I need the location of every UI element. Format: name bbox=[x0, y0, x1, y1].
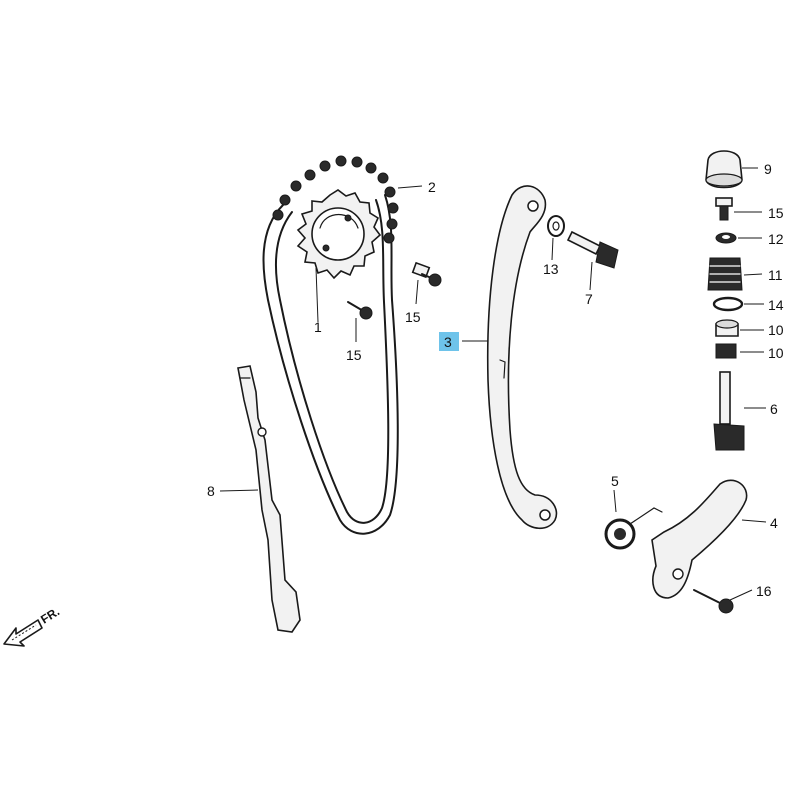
sprocket-bolt-lower[interactable] bbox=[347, 301, 373, 320]
label-part-13[interactable]: 13 bbox=[543, 261, 559, 277]
label-part-11[interactable]: 11 bbox=[768, 267, 783, 283]
tensioner-collar-upper[interactable] bbox=[715, 319, 739, 337]
tensioner-cap[interactable] bbox=[705, 150, 743, 189]
chain-links bbox=[272, 155, 399, 244]
tensioner-collar-lower[interactable] bbox=[715, 343, 737, 359]
tensioner-rod[interactable] bbox=[713, 371, 745, 451]
tensioner-bolt-body[interactable] bbox=[707, 257, 743, 291]
part-labels: 1 2 3 4 5 6 7 8 9 10 10 11 12 13 14 15 1… bbox=[207, 161, 784, 599]
label-part-7[interactable]: 7 bbox=[585, 291, 593, 307]
tensioner-spring[interactable] bbox=[604, 507, 663, 550]
leader-lines bbox=[219, 167, 767, 601]
cam-chain[interactable] bbox=[262, 155, 399, 535]
label-part-3-highlight bbox=[439, 332, 459, 351]
label-part-3[interactable]: 3 bbox=[444, 334, 452, 350]
label-part-8[interactable]: 8 bbox=[207, 483, 215, 499]
o-ring[interactable] bbox=[712, 296, 744, 312]
lever-bolt[interactable] bbox=[693, 589, 734, 614]
tensioner-washer[interactable] bbox=[715, 232, 737, 244]
pivot-bolt[interactable] bbox=[566, 230, 619, 269]
label-part-5[interactable]: 5 bbox=[611, 473, 619, 489]
label-part-15-lower-bolt[interactable]: 15 bbox=[346, 347, 362, 363]
sprocket-bolt-upper[interactable] bbox=[411, 261, 442, 287]
label-part-15-tensioner[interactable]: 15 bbox=[768, 205, 784, 221]
tensioner-small-bolt[interactable] bbox=[715, 197, 733, 221]
label-part-2[interactable]: 2 bbox=[428, 179, 436, 195]
label-part-10-lower[interactable]: 10 bbox=[768, 345, 784, 361]
label-part-9[interactable]: 9 bbox=[764, 161, 772, 177]
label-part-16[interactable]: 16 bbox=[756, 583, 772, 599]
front-direction-indicator: FR. bbox=[3, 604, 62, 647]
front-label: FR. bbox=[38, 604, 62, 626]
cam-chain-guide[interactable] bbox=[237, 365, 301, 633]
label-part-12[interactable]: 12 bbox=[768, 231, 784, 247]
label-part-14[interactable]: 14 bbox=[768, 297, 784, 313]
cam-chain-tensioner-arm[interactable] bbox=[486, 185, 558, 530]
label-part-10-upper[interactable]: 10 bbox=[768, 322, 784, 338]
label-part-1[interactable]: 1 bbox=[314, 319, 322, 335]
tensioner-lever[interactable] bbox=[651, 479, 748, 599]
label-part-4[interactable]: 4 bbox=[770, 515, 778, 531]
label-part-15-upper-bolt[interactable]: 15 bbox=[405, 309, 421, 325]
label-part-6[interactable]: 6 bbox=[770, 401, 778, 417]
cam-sprocket[interactable] bbox=[296, 189, 382, 280]
washer[interactable] bbox=[547, 215, 565, 237]
